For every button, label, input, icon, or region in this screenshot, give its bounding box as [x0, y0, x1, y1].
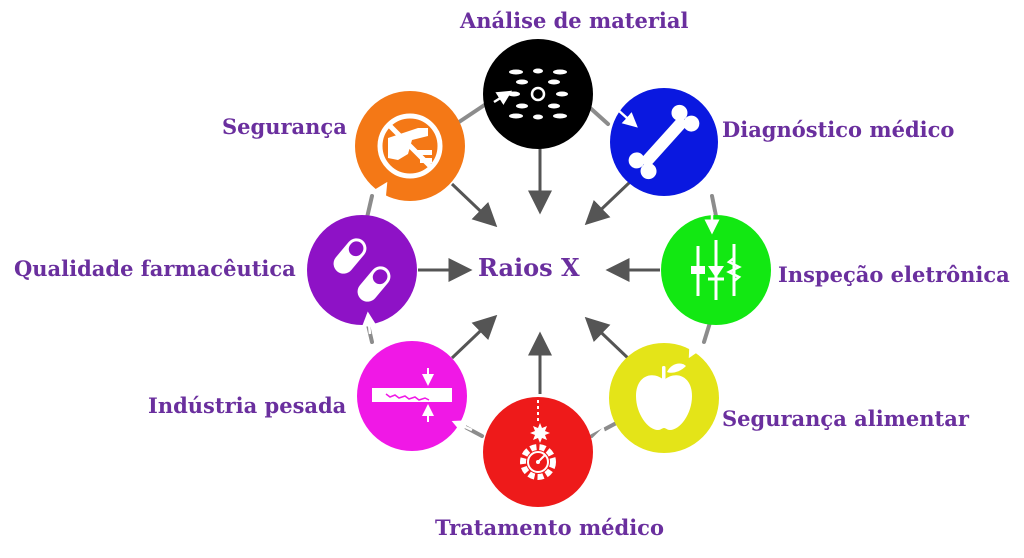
bone-icon	[628, 104, 700, 180]
flow-arrow-3	[688, 337, 703, 359]
flow-arrow-1	[617, 109, 638, 128]
flow-arrow-8	[493, 90, 513, 105]
ring-arc-1	[586, 104, 610, 126]
node-circles	[307, 39, 771, 507]
ring-arc-2	[710, 194, 718, 218]
inward-arrows	[418, 148, 660, 394]
label-tratamento: Tratamento médico	[435, 515, 664, 540]
flow-arrows	[361, 90, 720, 442]
label-material: Análise de material	[460, 8, 689, 33]
center-label: Raios X	[478, 253, 580, 282]
label-diagnostico: Diagnóstico médico	[722, 117, 955, 142]
node-eletronica	[661, 215, 771, 325]
arrow-industria	[450, 314, 498, 360]
node-industria	[357, 341, 467, 451]
label-alimentar: Segurança alimentar	[722, 406, 969, 431]
arrow-seguranca	[450, 182, 498, 228]
circuit-icon	[691, 240, 742, 300]
node-seguranca	[355, 91, 465, 201]
node-material	[483, 39, 593, 149]
label-farmaceutica: Qualidade farmacêutica	[14, 256, 296, 281]
flow-arrow-6	[361, 311, 377, 335]
arrow-alimentar	[584, 316, 632, 362]
flow-arrow-5	[451, 420, 473, 434]
ring-arc-8	[454, 102, 488, 126]
node-farmaceutica	[307, 215, 417, 325]
label-industria: Indústria pesada	[148, 393, 347, 418]
arrow-diagnostico	[584, 180, 632, 226]
node-diagnostico	[610, 88, 718, 196]
flow-arrow-7	[373, 181, 388, 201]
capsules-icon	[333, 238, 391, 302]
weld-inspection-icon	[372, 368, 452, 422]
node-alimentar	[609, 343, 719, 453]
radiation-therapy-icon	[520, 400, 556, 480]
label-seguranca: Segurança	[222, 114, 347, 139]
apple-icon	[636, 363, 692, 430]
node-tratamento	[483, 397, 593, 507]
label-eletronica: Inspeção eletrônica	[778, 262, 1010, 287]
no-weapons-icon	[377, 113, 443, 179]
flow-arrow-4	[591, 426, 613, 442]
